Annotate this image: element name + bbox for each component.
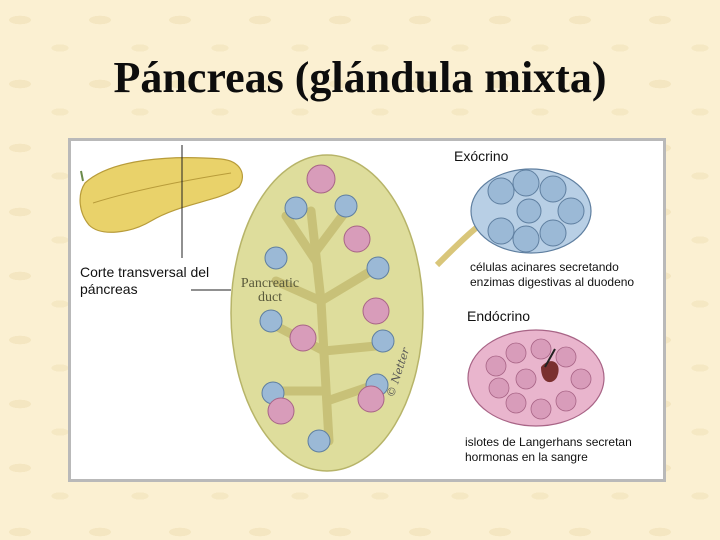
acinar-caption: células acinares secretando enzimas dige…: [470, 260, 635, 289]
pancreatic-duct-label: Pancreatic duct: [240, 276, 300, 305]
exocrine-label: Exócrino: [454, 148, 509, 164]
endocrine-label: Endócrino: [467, 308, 531, 324]
pancreas-illustration: [79, 145, 605, 472]
islets-caption: islotes de Langerhans secretan hormonas …: [465, 435, 632, 464]
cross-section-label: Corte transversal del páncreas: [80, 264, 210, 297]
islet-drawing: [467, 329, 605, 427]
slide-title: Páncreas (glándula mixta): [113, 53, 607, 102]
figure-frame: Corte transversal del páncreas Pancreati…: [68, 138, 666, 482]
cross-section-drawing: [230, 154, 424, 472]
acinar-cells-drawing: [434, 168, 592, 268]
whole-pancreas-drawing: [79, 157, 243, 233]
